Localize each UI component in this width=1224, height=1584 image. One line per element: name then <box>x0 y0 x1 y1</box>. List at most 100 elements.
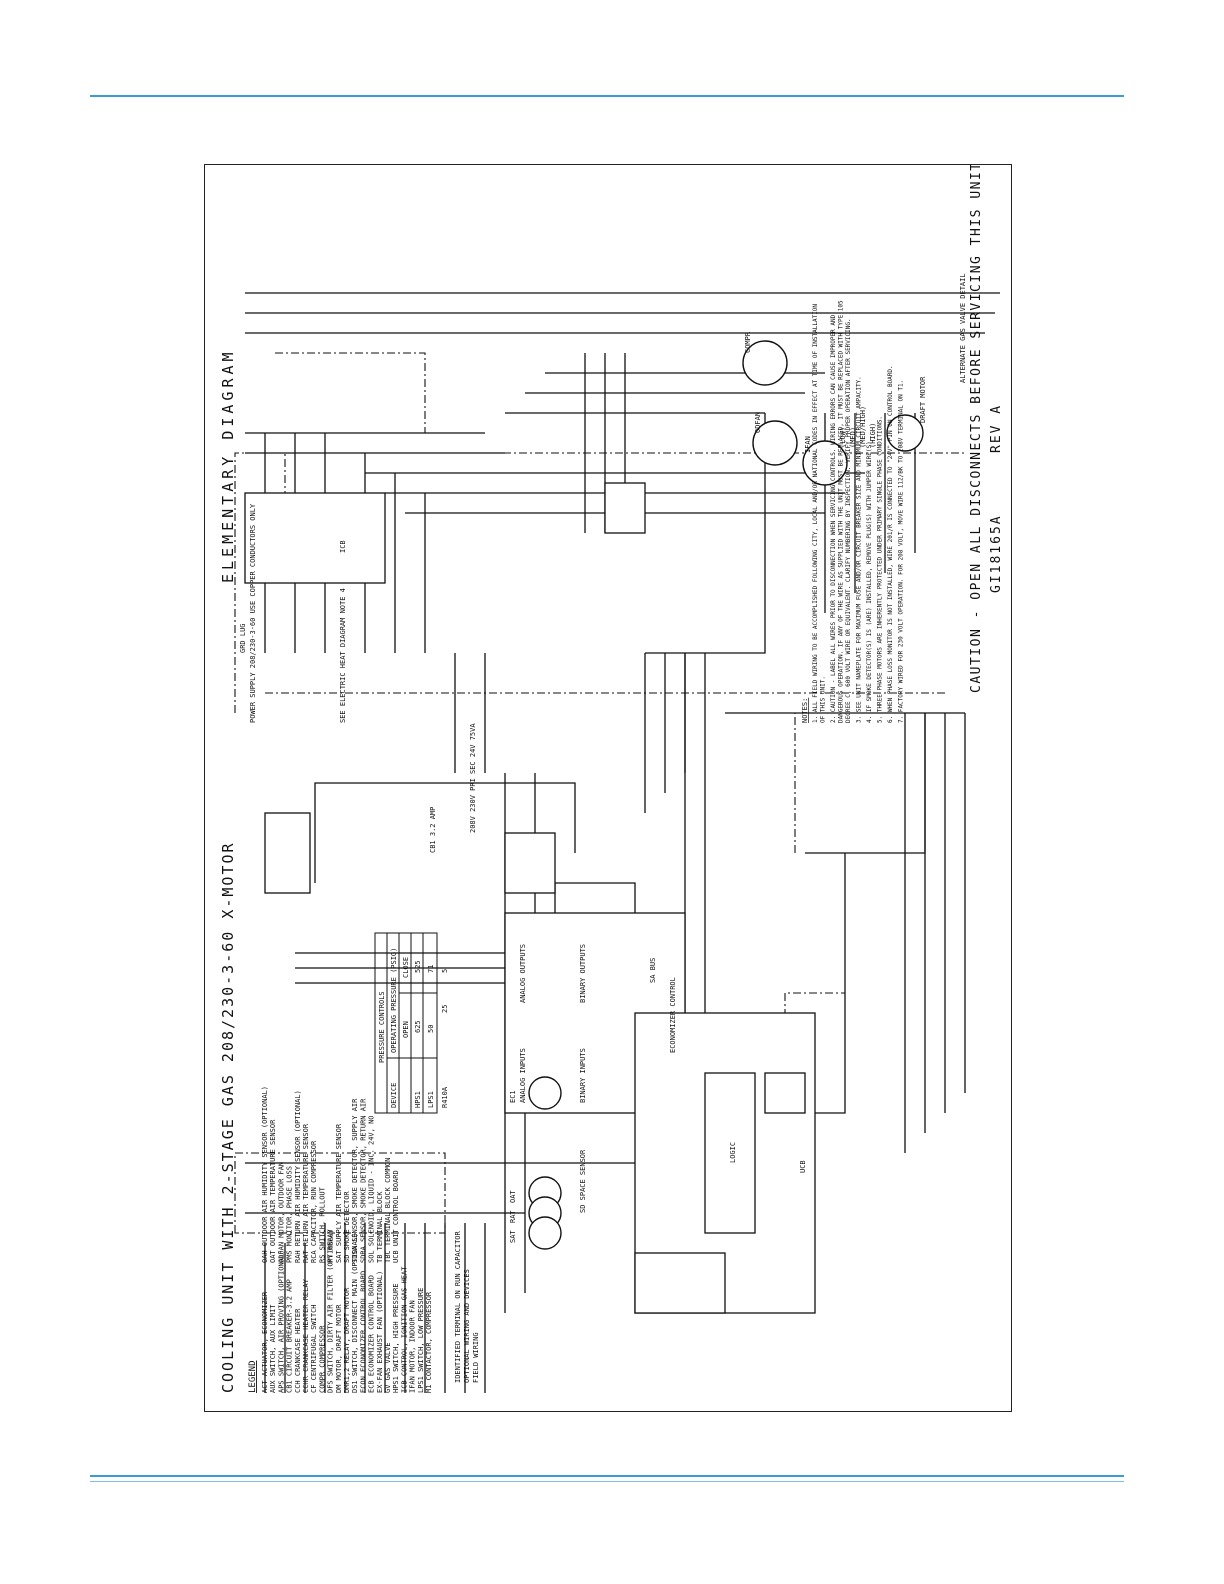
legend-item-a-18: ICB CONTROL, IGNITION GAS HEAT <box>400 1266 408 1393</box>
diagram-title: COOLING UNIT WITH 2-STAGE GAS 208/230-3-… <box>219 841 237 1393</box>
legend-item-b-9: RY RELAY <box>327 1228 335 1263</box>
legend-item-a-9: DFS SWITCH, DIRTY AIR FILTER (OPTIONAL) <box>327 1229 335 1393</box>
note-3-line-1: 3. SEE UNIT NAMEPLATE FOR MAXIMUM FUSE A… <box>856 376 863 723</box>
notes: NOTES: 1. ALL FIELD WIRING TO BE ACCOMPL… <box>801 300 905 723</box>
note-1-line-1: 1. ALL FIELD WIRING TO BE ACCOMPLISHED F… <box>812 304 819 723</box>
label-sa-bus: SA BUS <box>649 958 657 983</box>
legend-item-a-17: HPS1 SWITCH, HIGH PRESSURE <box>392 1283 400 1393</box>
pressure-row-1-device: HPS1 <box>414 1091 422 1108</box>
pressure-table-refrigerant: R410A <box>441 1086 449 1108</box>
legend-item-a-7: CF CENTRIFUGAL SWITCH <box>310 1304 318 1393</box>
legend-item-b-6: RAT RETURN AIR TEMPERATURE SENSOR <box>302 1123 310 1263</box>
pressure-table-extra-2: 5 <box>441 969 449 973</box>
legend-item-a-19: IFAN MOTOR, INDOOR FAN <box>409 1300 417 1393</box>
sd-box <box>764 1072 806 1114</box>
note-1-line-2: OF THIS UNIT. <box>820 676 827 723</box>
legend-item-a-6: CCHR CRANKCASE HEATER RELAY <box>302 1278 310 1393</box>
logic-box <box>704 1072 756 1234</box>
pressure-table-close: CLOSE <box>402 957 410 978</box>
notes-title: NOTES: <box>801 698 809 723</box>
label-alternate-gas-valve: ALTERNATE GAS VALVE DETAIL <box>959 273 967 383</box>
pressure-table-title: PRESSURE CONTROLS <box>378 991 386 1063</box>
pressure-row-1-open: 625 <box>414 1020 422 1033</box>
label-sat: SAT <box>509 1230 517 1243</box>
label-ifan: IFAN <box>804 436 812 453</box>
label-logic: LOGIC <box>729 1142 737 1163</box>
diagram-heading: ELEMENTARY DIAGRAM <box>219 348 237 583</box>
legend-item-a-15: EX-FAN EXHAUST FAN (OPTIONAL) <box>376 1271 384 1393</box>
label-space-sensor: SD SPACE SENSOR <box>579 1149 587 1213</box>
legend-item-b-8: RS SWITCH, ROLLOUT <box>318 1186 326 1263</box>
label-draft-motor: DRAFT MOTOR <box>919 376 927 423</box>
symbol-key-item-3: FIELD WIRING <box>472 1332 480 1383</box>
legend-item-b-4: PMS MONITOR, PHASE LOSS <box>286 1166 294 1263</box>
pressure-table-header-device: DEVICE <box>390 1083 398 1108</box>
label-economizer-control: ECONOMIZER CONTROL <box>669 977 677 1053</box>
note-6-line-1: 6. WHEN PHASE LOSS MONITOR IS NOT INSTAL… <box>887 365 894 723</box>
note-7-line-1: 7. FACTORY WIRED FOR 230 VOLT OPERATION.… <box>898 380 905 723</box>
legend-item-a-12: DS1 SWITCH, DISCONNECT MAIN (OPTIONAL) <box>351 1233 359 1393</box>
label-oat: OAT <box>509 1190 517 1203</box>
label-compr: COMPR <box>744 331 752 353</box>
sensor-box-left <box>504 832 556 894</box>
component-boxes <box>244 482 816 1314</box>
symbol-key-item-2: OPTIONAL WIRING AND DEVICES <box>463 1269 471 1383</box>
legend-item-b-2: OAT OUTDOOR AIR TEMPERATURE SENSOR <box>269 1119 277 1263</box>
label-analog-outputs: ANALOG OUTPUTS <box>519 944 527 1003</box>
component-labels: POWER SUPPLY 208/230-3-60 USE COPPER CON… <box>239 273 967 1243</box>
caution-text: CAUTION - OPEN ALL DISCONNECTS BEFORE SE… <box>969 165 984 693</box>
legend-item-a-21: M1 CONTACTOR, COMPRESSOR <box>425 1291 433 1393</box>
diagram-canvas: COOLING UNIT WITH 2-STAGE GAS 208/230-3-… <box>219 165 1004 1393</box>
actuator-box <box>264 812 311 894</box>
legend-item-b-11: SD SMOKE DETECTOR <box>343 1191 351 1263</box>
legend-item-b-16: TBC TERMINAL BLOCK COMMON <box>384 1158 392 1263</box>
label-binary-outputs: BINARY OUTPUTS <box>579 944 587 1003</box>
label-speed-low: (LOW) <box>839 427 847 448</box>
label-analog-inputs: ANALOG INPUTS <box>519 1048 527 1103</box>
rotated-diagram: COOLING UNIT WITH 2-STAGE GAS 208/230-3-… <box>205 165 1011 1411</box>
icb-box <box>244 492 386 584</box>
symbol-key-item-1: IDENTIFIED TERMINAL ON RUN CAPACITOR <box>454 1230 462 1383</box>
legend-item-a-14: ECB ECONOMIZER CONTROL BOARD <box>368 1275 376 1393</box>
label-ec1: EC1 <box>509 1090 517 1103</box>
legend-item-a-4: CB1 CIRCUIT BREAKER-3.2 AMP <box>286 1279 294 1393</box>
pressure-row-1-close: 525 <box>414 960 422 973</box>
legend-item-a-11: DMR1,2 RELAY, DRAFT MOTOR <box>343 1287 351 1393</box>
compr-symbol <box>742 340 788 386</box>
legend-item-a-8: COMPR COMPRESSOR <box>318 1325 326 1393</box>
sat-symbol <box>528 1216 562 1250</box>
legend-item-b-5: RAH RETURN AIR HUMIDITY SENSOR (OPTIONAL… <box>294 1090 302 1263</box>
pressure-table-extra-1: 25 <box>441 1005 449 1013</box>
label-ucb: UCB <box>799 1160 807 1173</box>
note-2-line-3: DEGREE C, 600 VOLT WIRE OR EQUIVALENT. C… <box>845 318 852 723</box>
ucb-pin-block <box>634 1252 726 1314</box>
legend-item-a-5: CCH CRANKCASE HEATER <box>294 1308 302 1393</box>
label-power-supply: POWER SUPPLY 208/230-3-60 USE COPPER CON… <box>249 503 257 723</box>
legend-item-a-10: DM MOTOR, DRAFT MOTOR <box>335 1304 343 1393</box>
label-odfan: ODFAN <box>754 412 762 433</box>
label-rat: RAT <box>509 1210 517 1223</box>
header-rule <box>90 95 1124 97</box>
label-see-electric: SEE ELECTRIC HEAT DIAGRAM NOTE 4 <box>339 588 347 723</box>
legend-item-b-10: SAT SUPPLY AIR TEMPERATURE SENSOR <box>335 1123 343 1263</box>
label-grd-lug: GRD LUG <box>239 623 247 653</box>
draft-motor-symbol <box>886 414 924 452</box>
legend-item-a-20: LPS1 SWITCH, LOW PRESSURE <box>417 1288 425 1393</box>
legend-item-b-12: SDSA SENSOR, SMOKE DETECTOR, SUPPLY AIR <box>351 1098 359 1263</box>
pressure-row-2-device: LPS1 <box>427 1091 435 1108</box>
wiring-diagram-sheet: COOLING UNIT WITH 2-STAGE GAS 208/230-3-… <box>204 164 1012 1412</box>
note-2-line-1: 2. CAUTION - LABEL ALL WIRES PRIOR TO DI… <box>830 314 837 723</box>
legend-item-b-3: ODFAN MOTOR, OUTDOOR FAN <box>277 1162 285 1263</box>
legend-item-a-16: GV GAS VALVE <box>384 1342 392 1393</box>
legend-item-b-17: UCB UNIT CONTROL BOARD <box>392 1170 400 1263</box>
footer-rule <box>90 1475 1124 1477</box>
legend-item-b-14: SOL SOLENOID, LIQUID - INC. 24V, NO <box>368 1115 376 1263</box>
pressure-table-open: OPEN <box>402 1021 410 1038</box>
note-5-line-1: 5. THREE PHASE MOTORS ARE INHERENTLY PRO… <box>877 416 884 723</box>
note-4-line-1: 4. IF SMOKE DETECTOR(S) IS (ARE) INSTALL… <box>866 438 873 723</box>
dmr-box <box>604 482 646 534</box>
label-speed-medhigh: (MED/HIGH) <box>859 406 867 448</box>
odfan-symbol <box>752 420 798 466</box>
